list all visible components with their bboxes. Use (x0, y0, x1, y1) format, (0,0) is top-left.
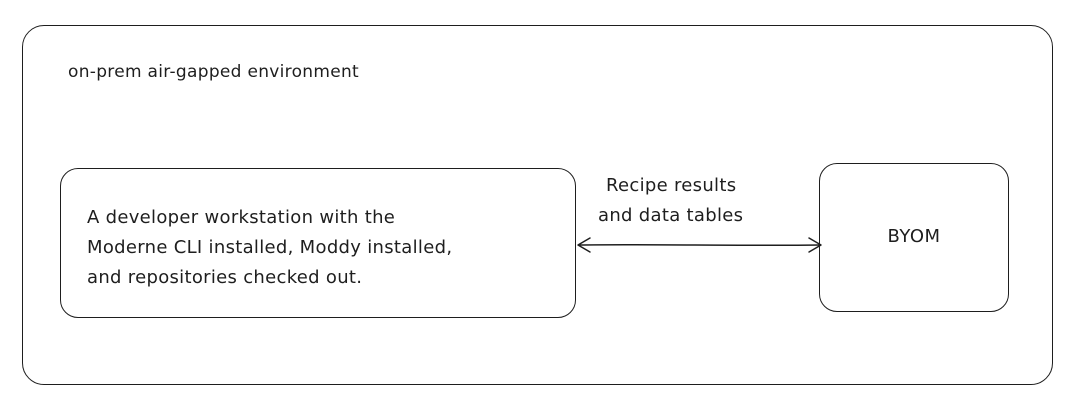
edge-label-line-1: Recipe results (606, 175, 737, 196)
workstation-label-line-1: A developer workstation with the (87, 207, 396, 228)
workstation-node-label: A developer workstation with the Moderne… (87, 203, 567, 293)
environment-boundary (22, 25, 1053, 385)
arrow-head-right (808, 237, 822, 253)
byom-label: BYOM (887, 226, 941, 247)
arrow-head-left (577, 237, 591, 253)
edge-label: Recipe results and data tables (598, 171, 818, 231)
workstation-label-line-3: and repositories checked out. (87, 267, 363, 288)
workstation-node (60, 168, 576, 318)
byom-node (819, 163, 1009, 312)
bidirectional-arrow (577, 237, 822, 253)
arrow-line (578, 243, 821, 247)
edge-label-line-2: and data tables (598, 205, 744, 226)
environment-label: on-prem air-gapped environment (68, 62, 360, 82)
workstation-label-line-2: Moderne CLI installed, Moddy installed, (87, 237, 453, 258)
